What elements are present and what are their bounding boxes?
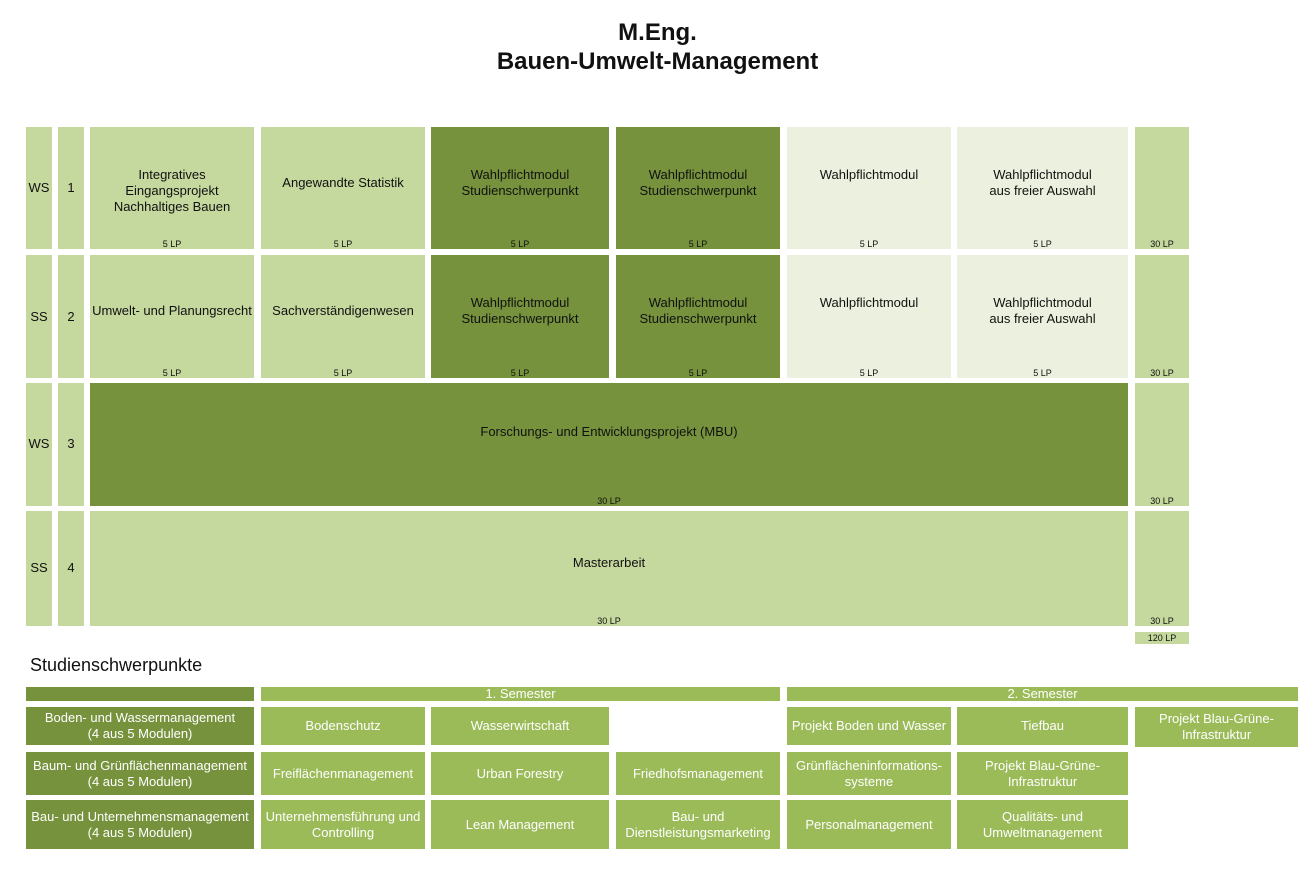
term-cell-4: SS (26, 511, 52, 626)
module-cell: Umwelt- und Planungsrecht 5 LP (90, 255, 254, 378)
focus-module: Bau- und Dienstleistungsmarketing (616, 800, 780, 849)
module-cell: Angewandte Statistik 5 LP (261, 127, 425, 249)
module-cell: Wahlpflichtmodul 5 LP (787, 255, 951, 378)
focus-module: Projekt Blau-Grüne- Infrastruktur (1135, 707, 1298, 747)
focus-module: Projekt Blau-Grüne- Infrastruktur (957, 752, 1128, 795)
module-cell: Sachverständigenwesen 5 LP (261, 255, 425, 378)
focus-module: Lean Management (431, 800, 609, 849)
focus-module: Wasserwirtschaft (431, 707, 609, 745)
semester-total: 30 LP (1135, 127, 1189, 249)
section-heading: Studienschwerpunkte (30, 655, 203, 675)
focus-module: Urban Forestry (431, 752, 609, 795)
module-cell: Wahlpflichtmodul Studienschwerpunkt 5 LP (616, 127, 780, 249)
module-cell: Wahlpflichtmodul 5 LP (787, 127, 951, 249)
module-cell: Wahlpflichtmodul aus freier Auswahl 5 LP (957, 255, 1128, 378)
track-name: Baum- und Grünflächenmanagement (4 aus 5… (26, 752, 254, 795)
module-cell: Wahlpflichtmodul Studienschwerpunkt 5 LP (431, 127, 609, 249)
page-title: M.Eng. Bauen-Umwelt-Management (0, 18, 1315, 76)
semester-number-3: 3 (58, 383, 84, 506)
semester-number-1: 1 (58, 127, 84, 249)
semester-total: 30 LP (1135, 255, 1189, 378)
title-degree: M.Eng. (618, 19, 697, 46)
module-cell: Integratives Eingangsprojekt Nachhaltige… (90, 127, 254, 249)
track-header-blank (26, 687, 254, 701)
focus-module: Friedhofsmanagement (616, 752, 780, 795)
semester1-header: 1. Semester (261, 687, 780, 701)
grand-total: 120 LP (1135, 632, 1189, 644)
term-cell-2: SS (26, 255, 52, 378)
master-thesis-cell: Masterarbeit 30 LP (90, 511, 1128, 626)
track-name: Bau- und Unternehmensmanagement (4 aus 5… (26, 800, 254, 849)
module-cell: Wahlpflichtmodul aus freier Auswahl 5 LP (957, 127, 1128, 249)
focus-module: Projekt Boden und Wasser (787, 707, 951, 745)
focus-module: Personalmanagement (787, 800, 951, 849)
semester-number-4: 4 (58, 511, 84, 626)
term-cell-3: WS (26, 383, 52, 506)
term-cell-1: WS (26, 127, 52, 249)
focus-module: Tiefbau (957, 707, 1128, 745)
track-name: Boden- und Wassermanagement (4 aus 5 Mod… (26, 707, 254, 745)
module-cell: Wahlpflichtmodul Studienschwerpunkt 5 LP (616, 255, 780, 378)
focus-module: Freiflächenmanagement (261, 752, 425, 795)
semester-number-2: 2 (58, 255, 84, 378)
focus-module: Unternehmensführung und Controlling (261, 800, 425, 849)
research-project-cell: Forschungs- und Entwicklungsprojekt (MBU… (90, 383, 1128, 506)
focus-module: Bodenschutz (261, 707, 425, 745)
title-program: Bauen-Umwelt-Management (496, 48, 819, 75)
semester-total: 30 LP (1135, 511, 1189, 626)
focus-module: Qualitäts- und Umweltmanagement (957, 800, 1128, 849)
focus-module: Grünflächeninformations- systeme (787, 752, 951, 795)
semester-total: 30 LP (1135, 383, 1189, 506)
semester2-header: 2. Semester (787, 687, 1298, 701)
module-cell: Wahlpflichtmodul Studienschwerpunkt 5 LP (431, 255, 609, 378)
